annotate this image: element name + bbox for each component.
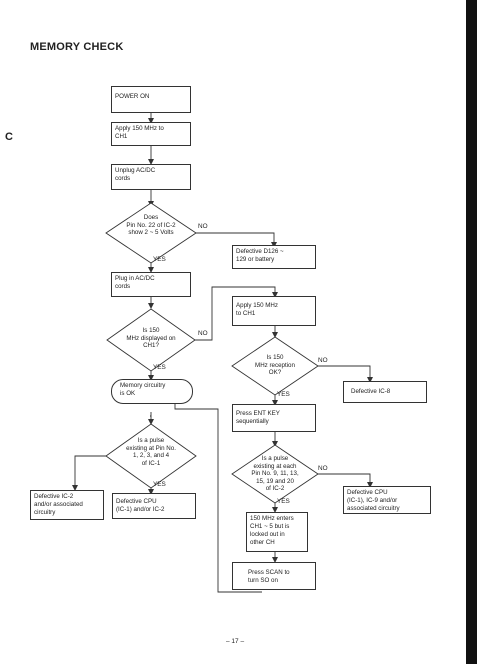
result-defective-ic2: Defective IC-2 and/or associated circuit… [30, 490, 104, 520]
step-plug-in-cords: Plug in AC/DC cords [111, 272, 191, 297]
step-apply-150mhz-ch1: Apply 150 MHz to CH1 [232, 296, 316, 326]
result-memory-ok-label: Memory circuitry is OK [120, 382, 166, 397]
result-defective-d126: Defective D126 ~ 129 or battery [232, 245, 316, 269]
decision-d3 [105, 423, 197, 489]
decision-d5 [231, 444, 319, 504]
step-apply-150mhz: Apply 150 MHz to CH1 [111, 122, 191, 146]
d2-no-label: NO [198, 330, 208, 337]
d3-yes-label: YES [153, 481, 166, 488]
step-power-on: POWER ON [111, 86, 191, 113]
result-defective-d126-label: Defective D126 ~ 129 or battery [236, 248, 284, 263]
d4-no-label: NO [318, 357, 328, 364]
result-defective-cpu-ic9-label: Defective CPU (IC-1), IC-9 and/or associ… [347, 489, 400, 512]
step-unplug-cords: Unplug AC/DC cords [111, 164, 191, 190]
step-plug-in-cords-label: Plug in AC/DC cords [115, 275, 155, 290]
d1-no-label: NO [198, 223, 208, 230]
step-press-ent-key-label: Press ENT KEY sequentially [236, 410, 280, 425]
decision-d3-label: Is a pulse existing at Pin No. 1, 2, 3, … [126, 437, 176, 467]
result-defective-ic2-label: Defective IC-2 and/or associated circuit… [34, 493, 83, 516]
result-defective-ic8-label: Defective IC-8 [351, 388, 391, 395]
result-defective-ic8: Defective IC-8 [343, 381, 427, 403]
page-edge-bar [466, 0, 477, 664]
decision-d5-label: Is a pulse existing at each Pin No. 9, 1… [251, 455, 299, 492]
page-title: MEMORY CHECK [30, 41, 124, 53]
decision-d1 [105, 202, 197, 264]
decision-d4-label: Is 150 MHz reception OK? [255, 354, 295, 376]
decision-d4 [231, 336, 319, 396]
step-power-on-label: POWER ON [115, 93, 150, 100]
result-defective-cpu-ic1: Defective CPU (IC-1) and/or IC-2 [112, 493, 196, 519]
d2-yes-label: YES [153, 364, 166, 371]
step-unplug-cords-label: Unplug AC/DC cords [115, 167, 156, 182]
d5-no-label: NO [318, 465, 328, 472]
decision-d2 [106, 308, 196, 372]
d4-yes-label: YES [277, 391, 290, 398]
d5-yes-label: YES [277, 498, 290, 505]
step-press-scan-label: Press SCAN to turn SO on [248, 569, 290, 584]
step-press-scan: Press SCAN to turn SO on [232, 562, 316, 590]
decision-d2-label: Is 150 MHz displayed on CH1? [126, 327, 176, 349]
margin-mark: C [5, 131, 13, 143]
step-150mhz-enters-label: 150 MHz enters CH1 ~ 5 but is locked out… [250, 515, 294, 546]
step-apply-150mhz-label: Apply 150 MHz to CH1 [115, 125, 164, 140]
d1-yes-label: YES [153, 256, 166, 263]
step-apply-150mhz-ch1-label: Apply 150 MHz to CH1 [236, 302, 278, 317]
result-defective-cpu-ic9: Defective CPU (IC-1), IC-9 and/or associ… [343, 486, 431, 514]
decision-d1-label: Does Pin No. 22 of IC-2 show 2 ~ 5 Volts [126, 214, 176, 236]
step-press-ent-key: Press ENT KEY sequentially [232, 404, 316, 432]
result-defective-cpu-ic1-label: Defective CPU (IC-1) and/or IC-2 [116, 498, 165, 513]
step-150mhz-enters: 150 MHz enters CH1 ~ 5 but is locked out… [246, 512, 308, 552]
result-memory-ok: Memory circuitry is OK [111, 379, 193, 404]
page-number: – 17 – [226, 638, 245, 645]
